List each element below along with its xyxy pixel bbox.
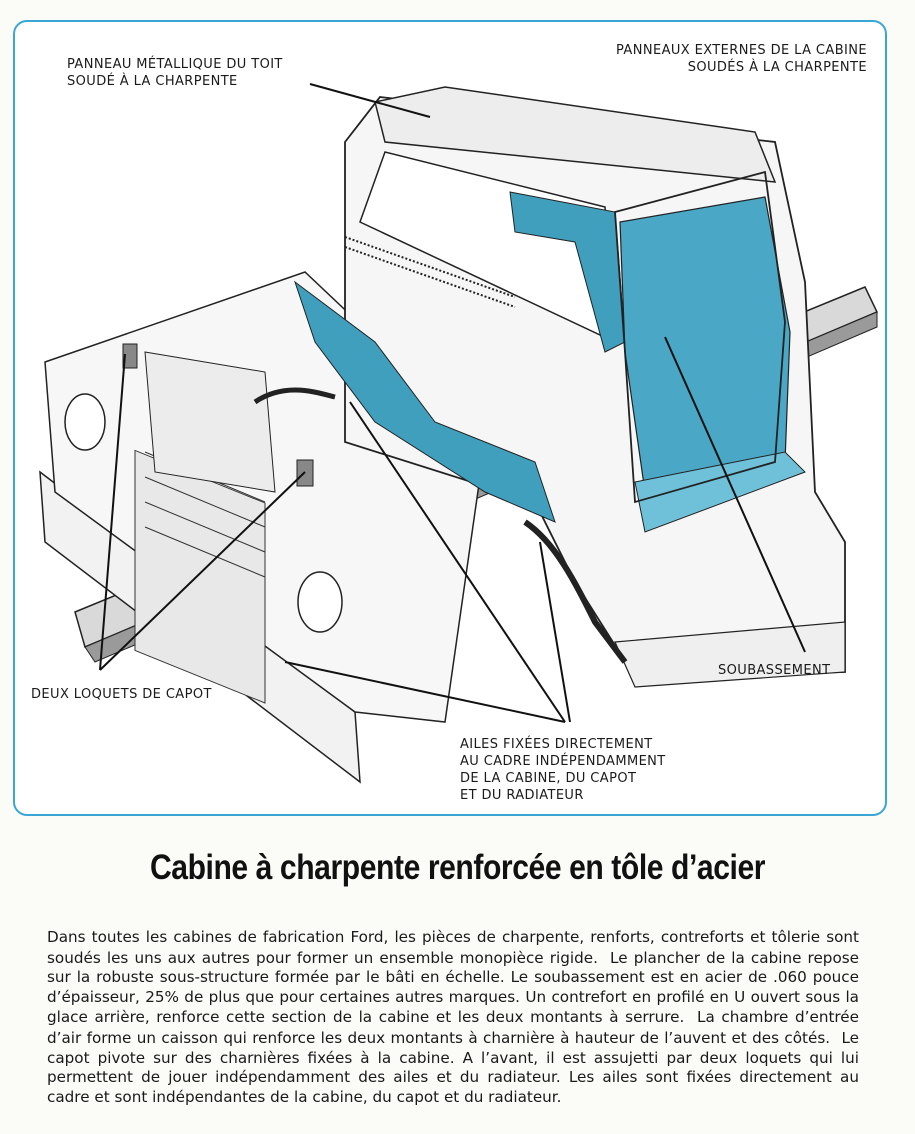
- paragraph-segment: Le plancher de la cabine repose sur la r…: [47, 948, 859, 1027]
- cowl-interior: [294, 280, 556, 523]
- paragraph-segment: Le capot pivote sur des charnières fixée…: [47, 1028, 859, 1106]
- leader-lines: [99, 83, 806, 723]
- cab-roof: [374, 86, 777, 183]
- step: [614, 621, 846, 688]
- callout-floor-pan: SOUBASSEMENT: [718, 663, 831, 678]
- truck-cutaway-illustration: [39, 83, 879, 784]
- body-paragraph: Dans toutes les cabines de fabrication F…: [47, 928, 859, 1107]
- callout-fenders: AILES FIXÉES DIRECTEMENT AU CADRE INDÉPE…: [460, 737, 666, 803]
- cab-floor: [634, 451, 806, 533]
- grille: [134, 449, 266, 704]
- hinge-bracket-left: [253, 387, 336, 405]
- callout-hood-latches: DEUX LOQUETS DE CAPOT: [31, 687, 212, 702]
- door-frame: [614, 170, 786, 504]
- radiator: [144, 351, 276, 493]
- fender-bracket: [523, 519, 628, 664]
- paragraph-segment: La chambre d’entrée d’air forme un caiss…: [47, 1008, 859, 1047]
- headlight-right: [297, 571, 343, 633]
- callout-cab-panels: PANNEAUX EXTERNES DE LA CABINE SOUDÉS À …: [616, 43, 867, 75]
- paragraph-segment: Dans toutes les cabines de fabrication F…: [47, 928, 859, 967]
- headlight-left: [64, 393, 106, 451]
- diagram-frame: PANNEAU MÉTALLIQUE DU TOIT SOUDÉ À LA CH…: [13, 20, 887, 816]
- page-title: Cabine à charpente renforcée en tôle d’a…: [149, 848, 766, 887]
- hood-latch-1: [122, 343, 138, 369]
- cab-interior-back: [619, 196, 791, 493]
- callout-roof-panel: PANNEAU MÉTALLIQUE DU TOIT SOUDÉ À LA CH…: [67, 57, 283, 89]
